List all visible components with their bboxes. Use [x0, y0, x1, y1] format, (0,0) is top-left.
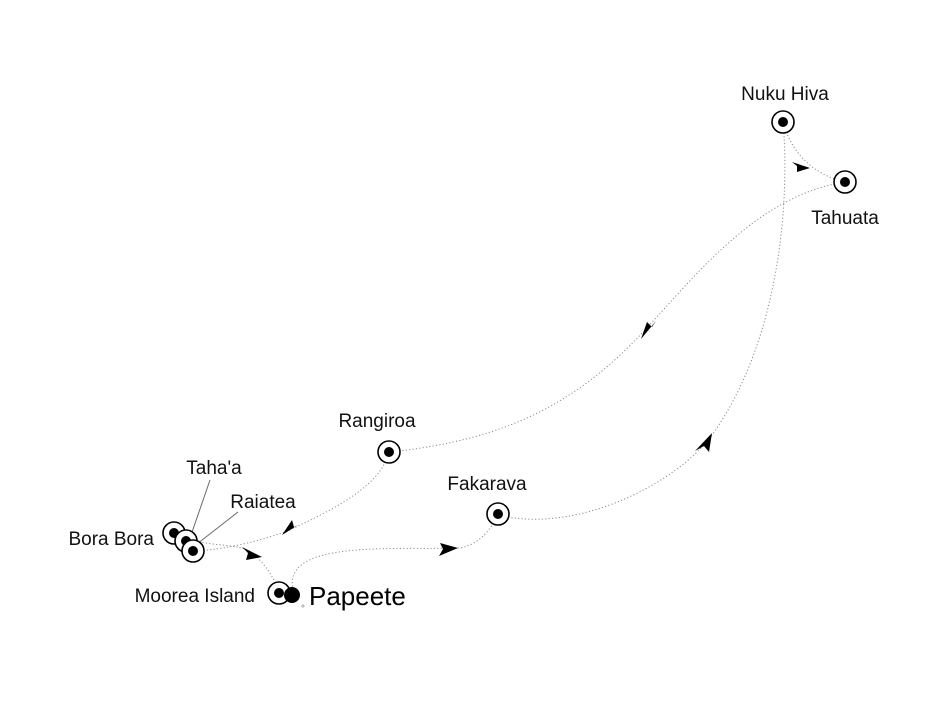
- arrow-to-rangiroa: [641, 321, 656, 339]
- route-fakarava-nukuhiva: [497, 121, 786, 520]
- arrow-to-moorea: [242, 547, 262, 560]
- label-moorea[interactable]: Moorea Island: [135, 586, 255, 607]
- label-fakarava[interactable]: Fakarava: [447, 474, 527, 495]
- papeete-tip-dot: [301, 604, 305, 608]
- route-lines: [173, 121, 846, 596]
- port-marker-fakarava[interactable]: [486, 502, 510, 526]
- port-labels: Nuku Hiva Tahuata Rangiroa Fakarava Taha…: [68, 84, 879, 611]
- port-marker-rangiroa[interactable]: [377, 440, 401, 464]
- arrow-to-nukuhiva: [695, 433, 712, 452]
- route-rangiroa-raiatea: [195, 451, 390, 552]
- leader-tahaa: [189, 479, 211, 539]
- arrow-to-raiatea: [282, 520, 298, 535]
- leader-raiatea: [196, 511, 239, 545]
- direction-arrows: [242, 162, 810, 560]
- label-bora-bora[interactable]: Bora Bora: [68, 529, 154, 550]
- route-tahuata-rangiroa: [388, 181, 846, 453]
- arrow-to-tahuata: [792, 162, 810, 172]
- label-raiatea[interactable]: Raiatea: [230, 492, 296, 513]
- port-marker-nuku-hiva[interactable]: [771, 110, 795, 134]
- port-marker-raiatea[interactable]: [181, 539, 205, 563]
- label-papeete[interactable]: Papeete: [309, 581, 406, 611]
- label-nuku-hiva[interactable]: Nuku Hiva: [741, 84, 829, 105]
- leader-lines: [189, 479, 239, 545]
- label-rangiroa[interactable]: Rangiroa: [338, 411, 416, 432]
- port-markers: [162, 110, 857, 608]
- route-papeete-fakarava: [291, 514, 499, 591]
- port-marker-tahuata[interactable]: [833, 170, 857, 194]
- label-tahuata[interactable]: Tahuata: [811, 208, 879, 229]
- arrow-to-fakarava: [439, 543, 458, 556]
- route-nukuhiva-tahuata: [782, 121, 846, 183]
- port-marker-papeete[interactable]: [284, 587, 300, 603]
- label-tahaa[interactable]: Taha'a: [186, 458, 242, 479]
